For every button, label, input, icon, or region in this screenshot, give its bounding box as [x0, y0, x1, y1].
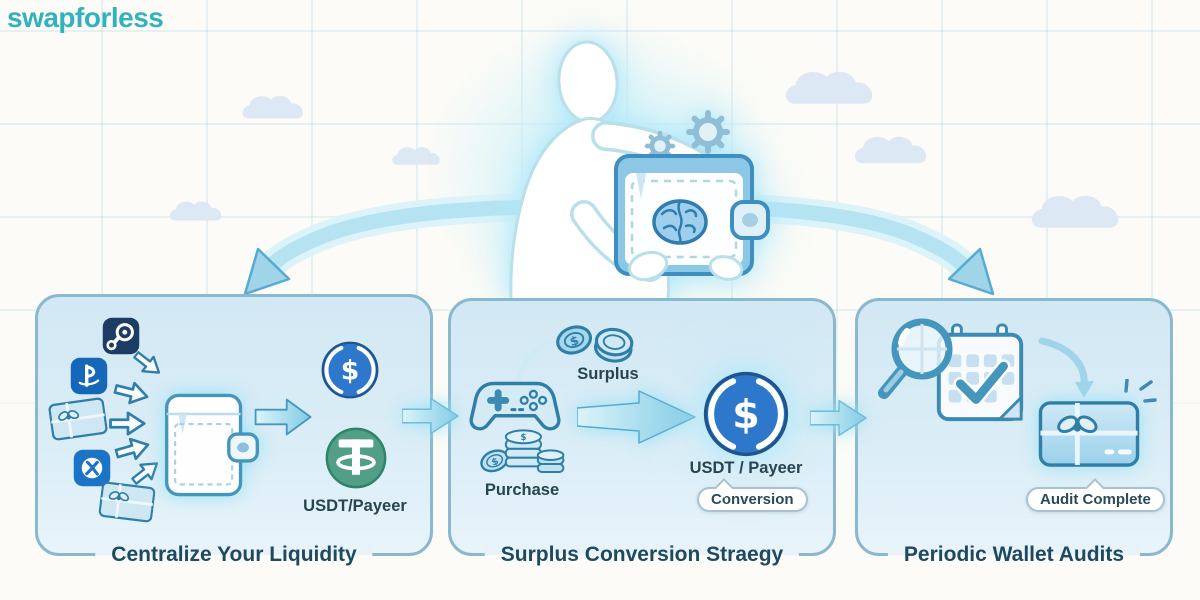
flow-arrow-big — [254, 398, 312, 436]
flow-arrow-small — [109, 411, 146, 436]
svg-text:$: $ — [520, 433, 526, 443]
gift-card-icon — [98, 481, 156, 523]
person-figure — [509, 40, 770, 300]
flow-arrow-small — [131, 462, 159, 485]
gear-icon — [686, 110, 730, 154]
svg-text:$: $ — [341, 355, 360, 386]
coin-label: USDT / Payeer — [689, 459, 803, 477]
cloud-icon — [1031, 195, 1119, 228]
cloud-icon — [169, 201, 222, 221]
steam-icon — [102, 317, 140, 355]
surplus-label: Surplus — [577, 365, 639, 383]
gift-card-icon — [1038, 401, 1140, 467]
conversion-badge: Conversion — [697, 487, 808, 512]
panel-title: Periodic Wallet Audits — [887, 540, 1141, 570]
flow-arrow-small — [113, 381, 149, 405]
panel-title: Centralize Your Liquidity — [95, 540, 373, 570]
calendar-check-icon — [936, 323, 1024, 422]
svg-text:$: $ — [490, 456, 501, 469]
audit-complete-badge: Audit Complete — [1026, 487, 1165, 512]
magnifier-icon — [878, 318, 953, 399]
gift-card-icon — [48, 397, 108, 441]
cloud-icon — [785, 71, 873, 104]
panel-connector-arrow — [810, 399, 867, 437]
purchase-label: Purchase — [484, 481, 560, 499]
playstation-icon — [70, 357, 108, 395]
usdc-coin-icon: $ — [321, 341, 379, 399]
panel-surplus-conversion: $ $ $ Surplus Purchase — [448, 298, 836, 570]
sparkle-icon — [1124, 379, 1157, 403]
panel-title: Surplus Conversion Straegy — [484, 540, 800, 570]
xbox-icon — [73, 449, 111, 487]
curved-arrow-icon — [1038, 337, 1094, 398]
cloud-icon — [854, 136, 927, 164]
panel-connector-arrow — [402, 397, 459, 435]
coin-stack-icon: $ $ — [480, 429, 565, 473]
panel-wallet-audits: Audit Complete Periodic Wallet Audits — [855, 298, 1173, 570]
flow-arrow-small — [114, 437, 150, 461]
brand-logo: swapforless — [7, 2, 164, 33]
smart-wallet-icon — [614, 154, 770, 276]
game-controller-icon — [469, 381, 561, 431]
usdt-coin-icon — [325, 427, 387, 489]
svg-text:$: $ — [732, 392, 760, 438]
wallet-icon — [165, 393, 259, 497]
cloud-icon — [242, 95, 303, 119]
usdc-coin-icon: $ — [703, 371, 789, 457]
flow-arrow-small — [133, 351, 161, 374]
panel-centralize-liquidity: $ USDT/Payeer Centralize Your Liquidity — [35, 294, 433, 570]
flow-arrow-big — [577, 390, 696, 444]
brain-icon — [652, 199, 708, 245]
coin-label: USDT/Payeer — [303, 497, 407, 515]
flying-coins-icon: $ — [556, 325, 634, 363]
